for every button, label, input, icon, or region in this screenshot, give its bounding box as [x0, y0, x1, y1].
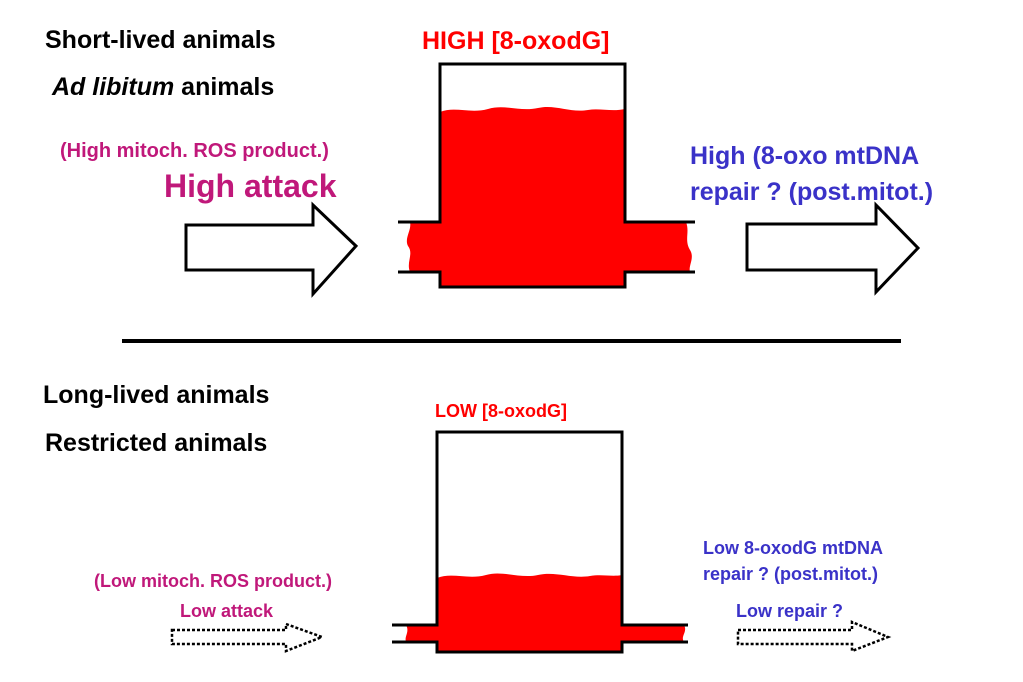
low-reservoir-fluid	[405, 573, 686, 652]
repair-label-low: Low repair ?	[736, 601, 844, 621]
high-reservoir-outline	[398, 62, 695, 224]
repair-label-low-line2: repair ? (post.mitot.)	[703, 564, 878, 584]
high-attack-arrow	[184, 201, 359, 298]
group-label-ad-libitum: Ad libitum animals	[52, 75, 274, 100]
repair-label-high-line2: repair ? (post.mitot.)	[690, 178, 934, 206]
low-repair-arrow	[736, 620, 892, 653]
level-label-low: LOW [8-oxodG]	[435, 401, 567, 421]
group-label-long-lived: Long-lived animals	[43, 381, 270, 409]
group-label-ad-libitum-italic: Ad libitum	[52, 73, 175, 101]
attack-label-low: Low attack	[180, 601, 274, 621]
low-reservoir-outline-bottom	[392, 640, 688, 654]
low-attack-arrow	[170, 622, 326, 653]
repair-label-high-line1: High (8-oxo mtDNA	[690, 142, 920, 170]
high-reservoir-fluid	[406, 106, 692, 287]
level-label-high: HIGH [8-oxodG]	[422, 27, 610, 55]
low-reservoir-outline	[392, 430, 688, 627]
attack-note-high: (High mitoch. ROS product.)	[60, 140, 329, 162]
repair-label-low-line1: Low 8-oxodG mtDNA	[703, 538, 883, 558]
group-label-restricted: Restricted animals	[45, 429, 268, 457]
high-reservoir-outline-bottom	[398, 270, 695, 289]
high-repair-arrow	[745, 201, 921, 296]
attack-label-high: High attack	[164, 168, 337, 204]
group-label-ad-libitum-rest: animals	[174, 73, 275, 101]
attack-note-low: (Low mitoch. ROS product.)	[94, 571, 332, 591]
group-label-short-lived: Short-lived animals	[45, 26, 276, 54]
